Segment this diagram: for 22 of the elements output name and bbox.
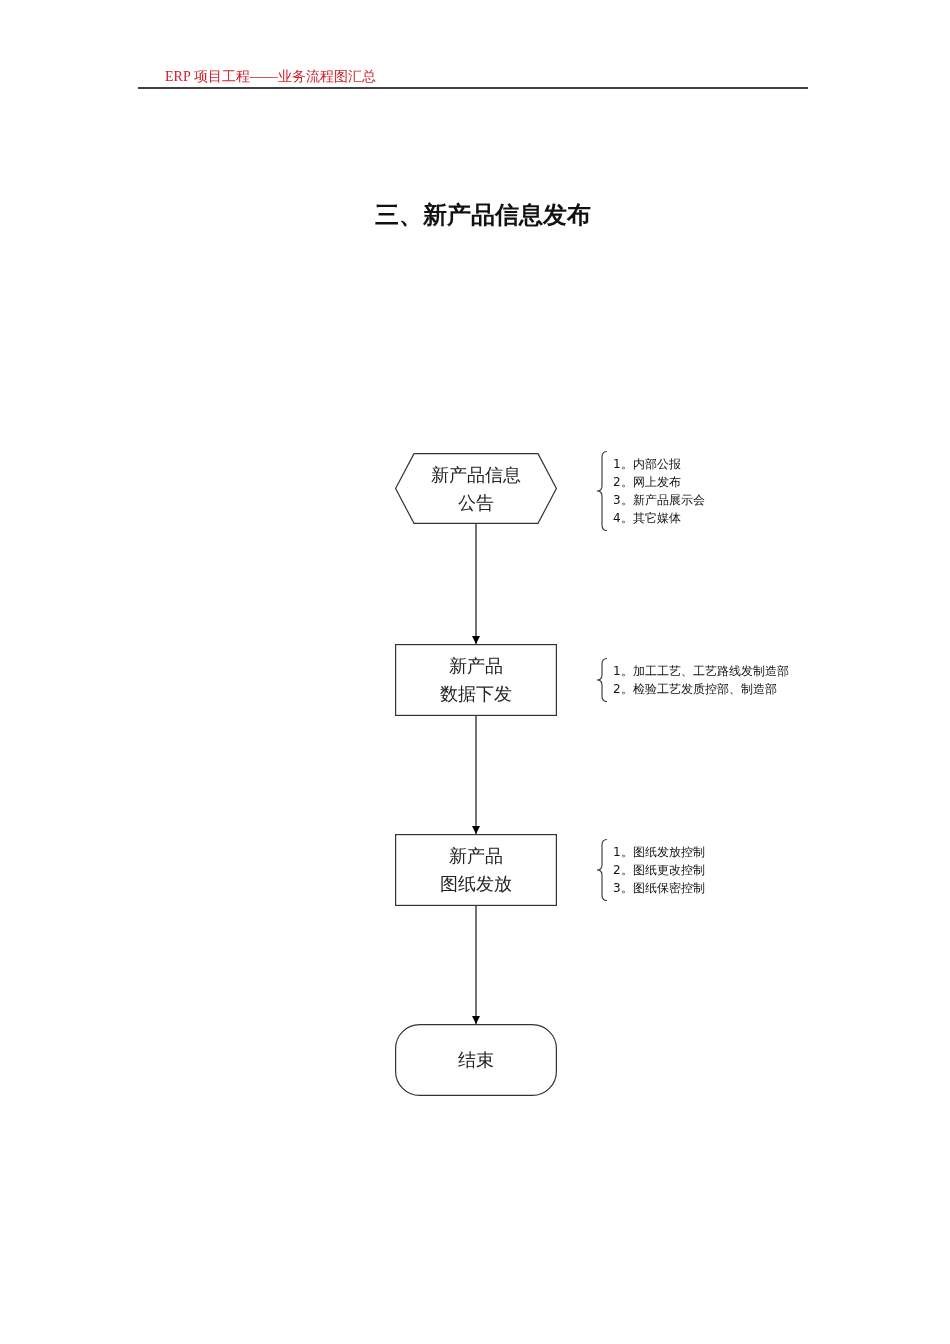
note-text: 4。其它媒体: [613, 509, 681, 527]
node-text: 新产品图纸发放: [440, 844, 512, 896]
note-text: 1。内部公报: [613, 455, 681, 473]
node-text: 新产品信息公告: [431, 462, 521, 515]
title: 三、新产品信息发布: [375, 200, 591, 229]
arrow: [472, 905, 480, 1025]
note-text: 2。图纸更改控制: [613, 862, 705, 879]
process-box: [395, 644, 557, 716]
header-text: ERP 项目工程——业务流程图汇总: [165, 68, 376, 86]
note-text: 3。图纸保密控制: [613, 880, 705, 897]
hexagon-node: [395, 453, 557, 524]
note-text: 2。检验工艺发质控部、制造部: [613, 681, 777, 698]
arrow: [472, 523, 480, 645]
terminal-shape: [395, 1024, 557, 1096]
process-box: [395, 834, 557, 906]
note-text: 2。网上发布: [613, 473, 681, 491]
note-text: 1。加工工艺、工艺路线发制造部: [613, 663, 789, 680]
arrow: [472, 715, 480, 835]
note-text: 3。新产品展示会: [613, 491, 705, 509]
node-text: 新产品数据下发: [440, 654, 512, 706]
note-text: 1。图纸发放控制: [613, 844, 705, 861]
node-text: 结束: [458, 1048, 494, 1072]
